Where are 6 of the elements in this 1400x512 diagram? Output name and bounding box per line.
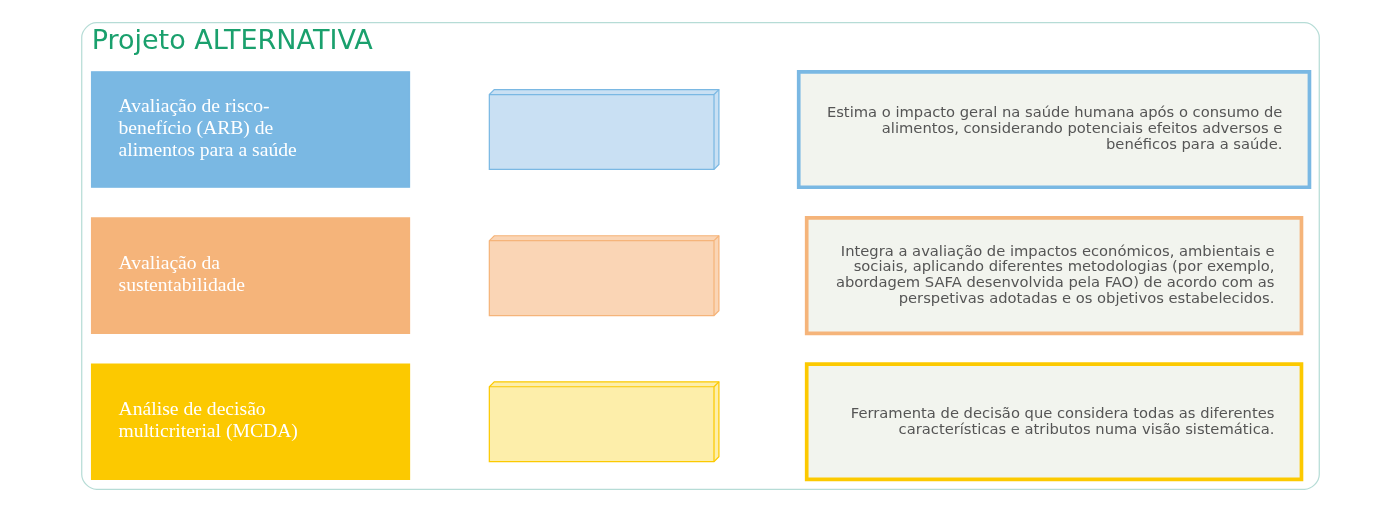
node-box: Estima o impacto geral na saúde humana após o consumo de alimentos, considerando potenciais efeitos adversos e benéficos para a saúde. xyxy=(796,70,1311,190)
node-box: Avaliação de risco-benefício (ARB) de alimentos para a saúde xyxy=(90,71,410,188)
node-box: Integra a avaliação de impactos económicos, ambientais e sociais, aplicando diferentes metodologias (por exemplo, abordagem SAFA desenvolvida pela FAO) de acordo com as perspetivas adotadas e os objetivos estabelecidos. xyxy=(804,216,1303,336)
node-box: Ferramenta de decisão que considera todas as diferentes características e atributos numa visão sistemática. xyxy=(804,362,1303,482)
node-box: Análise de decisão multicriterial (MCDA) xyxy=(90,363,410,481)
node-box: Avaliação da sustentabilidade xyxy=(90,217,410,334)
